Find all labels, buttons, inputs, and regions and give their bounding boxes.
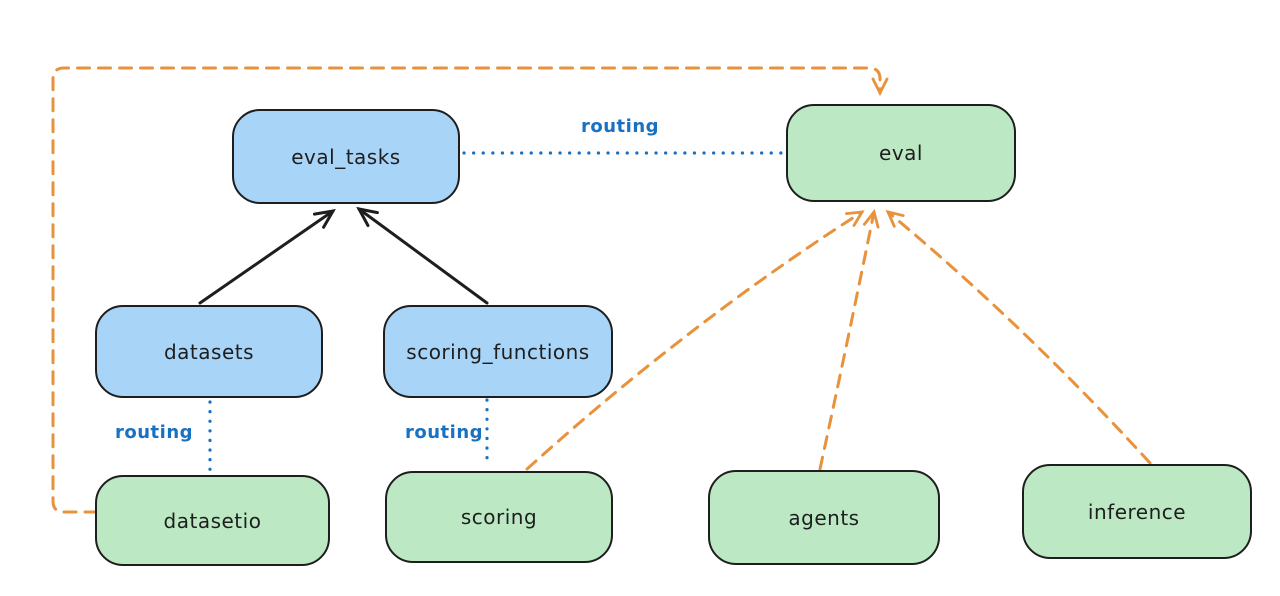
node-datasets: datasets (95, 305, 323, 398)
node-eval-tasks: eval_tasks (232, 109, 460, 204)
node-scoring-label: scoring (460, 505, 538, 529)
edge-datasets-to-eval-tasks (198, 208, 336, 305)
edge-inference-to-eval (885, 209, 1152, 465)
edge-scoring-to-eval (525, 210, 865, 471)
edge-scoring-functions-to-eval-tasks (356, 206, 489, 305)
node-eval-tasks-label: eval_tasks (291, 144, 401, 169)
edge-label-routing-eval-tasks-eval: routing (580, 116, 660, 137)
node-datasetio: datasetio (95, 475, 330, 566)
node-agents-label: agents (788, 505, 860, 530)
node-datasets-label: datasets (163, 339, 255, 364)
edge-label-routing-scoring-functions-scoring: routing (404, 422, 484, 443)
node-inference: inference (1022, 464, 1252, 559)
edge-agents-to-eval (818, 208, 880, 471)
node-eval: eval (786, 104, 1016, 202)
node-scoring-functions-label: scoring_functions (406, 339, 590, 364)
node-scoring: scoring (385, 471, 613, 563)
node-scoring-functions: scoring_functions (383, 305, 613, 398)
node-agents: agents (708, 470, 940, 565)
node-eval-label: eval (879, 141, 923, 165)
node-inference-label: inference (1087, 499, 1187, 524)
node-datasetio-label: datasetio (163, 508, 262, 533)
edge-datasetio-to-eval (51, 66, 889, 514)
edge-label-routing-datasets-datasetio: routing (114, 422, 194, 443)
